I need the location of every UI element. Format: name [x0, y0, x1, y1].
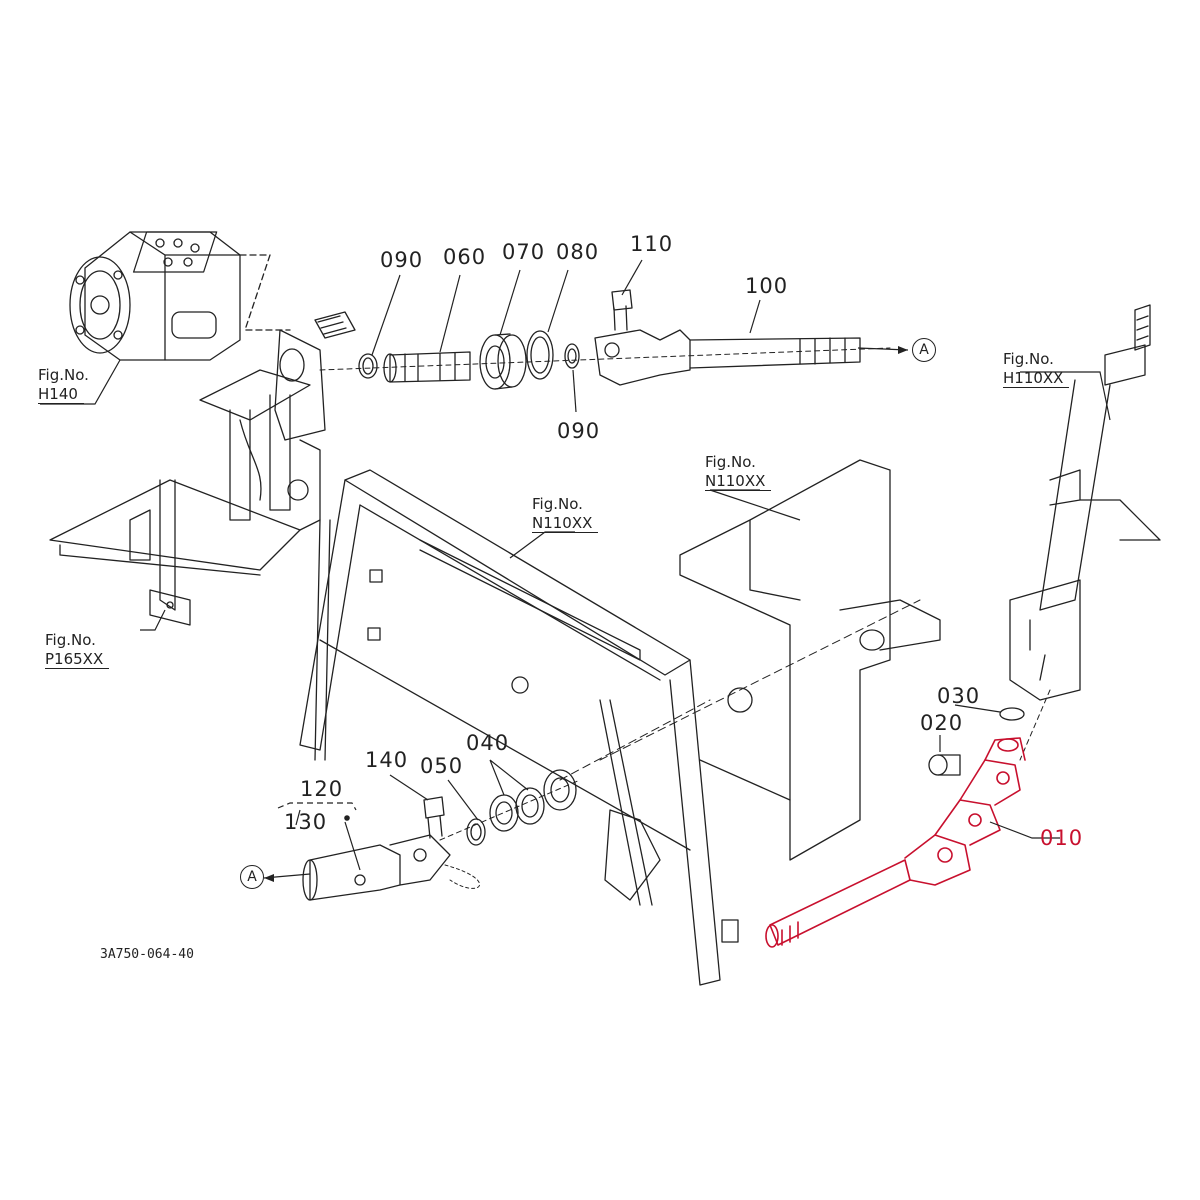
bolt-140 [423, 796, 445, 839]
callout-090-upper-left: 090 [380, 248, 424, 272]
frame-main [299, 469, 721, 986]
bearing-070 [479, 333, 527, 390]
fig-ref-n110xx-center: Fig.No. N110XX [532, 495, 599, 533]
washer-030 [999, 707, 1025, 721]
callout-080: 080 [556, 240, 600, 264]
callout-110: 110 [630, 232, 674, 256]
callout-040: 040 [466, 731, 510, 755]
callout-140: 140 [365, 748, 409, 772]
bolt-110 [611, 289, 633, 331]
steering-column [1009, 304, 1161, 701]
callout-030: 030 [937, 684, 981, 708]
snap-ring-090-left [358, 353, 378, 379]
snap-ring-090-right [564, 343, 580, 369]
steering-shaft-010-highlighted [765, 737, 1026, 948]
callout-120: 120 [300, 777, 344, 801]
callout-070: 070 [502, 240, 546, 264]
yoke-130 [302, 834, 451, 901]
callout-100: 100 [745, 274, 789, 298]
callout-020: 020 [920, 711, 964, 735]
bolt-upper [314, 311, 356, 339]
shaft-060 [383, 351, 471, 383]
steering-valve [69, 231, 241, 361]
valve-bracket [49, 329, 326, 626]
fig-ref-h140: Fig.No. H140 [38, 366, 89, 404]
shaft-100 [594, 329, 861, 386]
fig-ref-h110xx: Fig.No. H110XX [1003, 350, 1070, 388]
callout-050: 050 [420, 754, 464, 778]
callout-130: 130 [284, 810, 328, 834]
support-plate [679, 459, 941, 943]
connector-a-lower: A [240, 865, 264, 889]
drawing-code: 3A750-064-40 [100, 947, 194, 962]
circlip-080 [526, 330, 554, 380]
callout-090-lower: 090 [557, 419, 601, 443]
callout-060: 060 [443, 245, 487, 269]
fig-ref-n110xx-right: Fig.No. N110XX [705, 453, 772, 491]
callout-010: 010 [1040, 826, 1084, 850]
snap-ring-050 [466, 818, 486, 846]
fig-ref-p165xx: Fig.No. P165XX [45, 631, 110, 669]
bolt-020 [928, 754, 961, 776]
connector-a-upper: A [912, 338, 936, 362]
